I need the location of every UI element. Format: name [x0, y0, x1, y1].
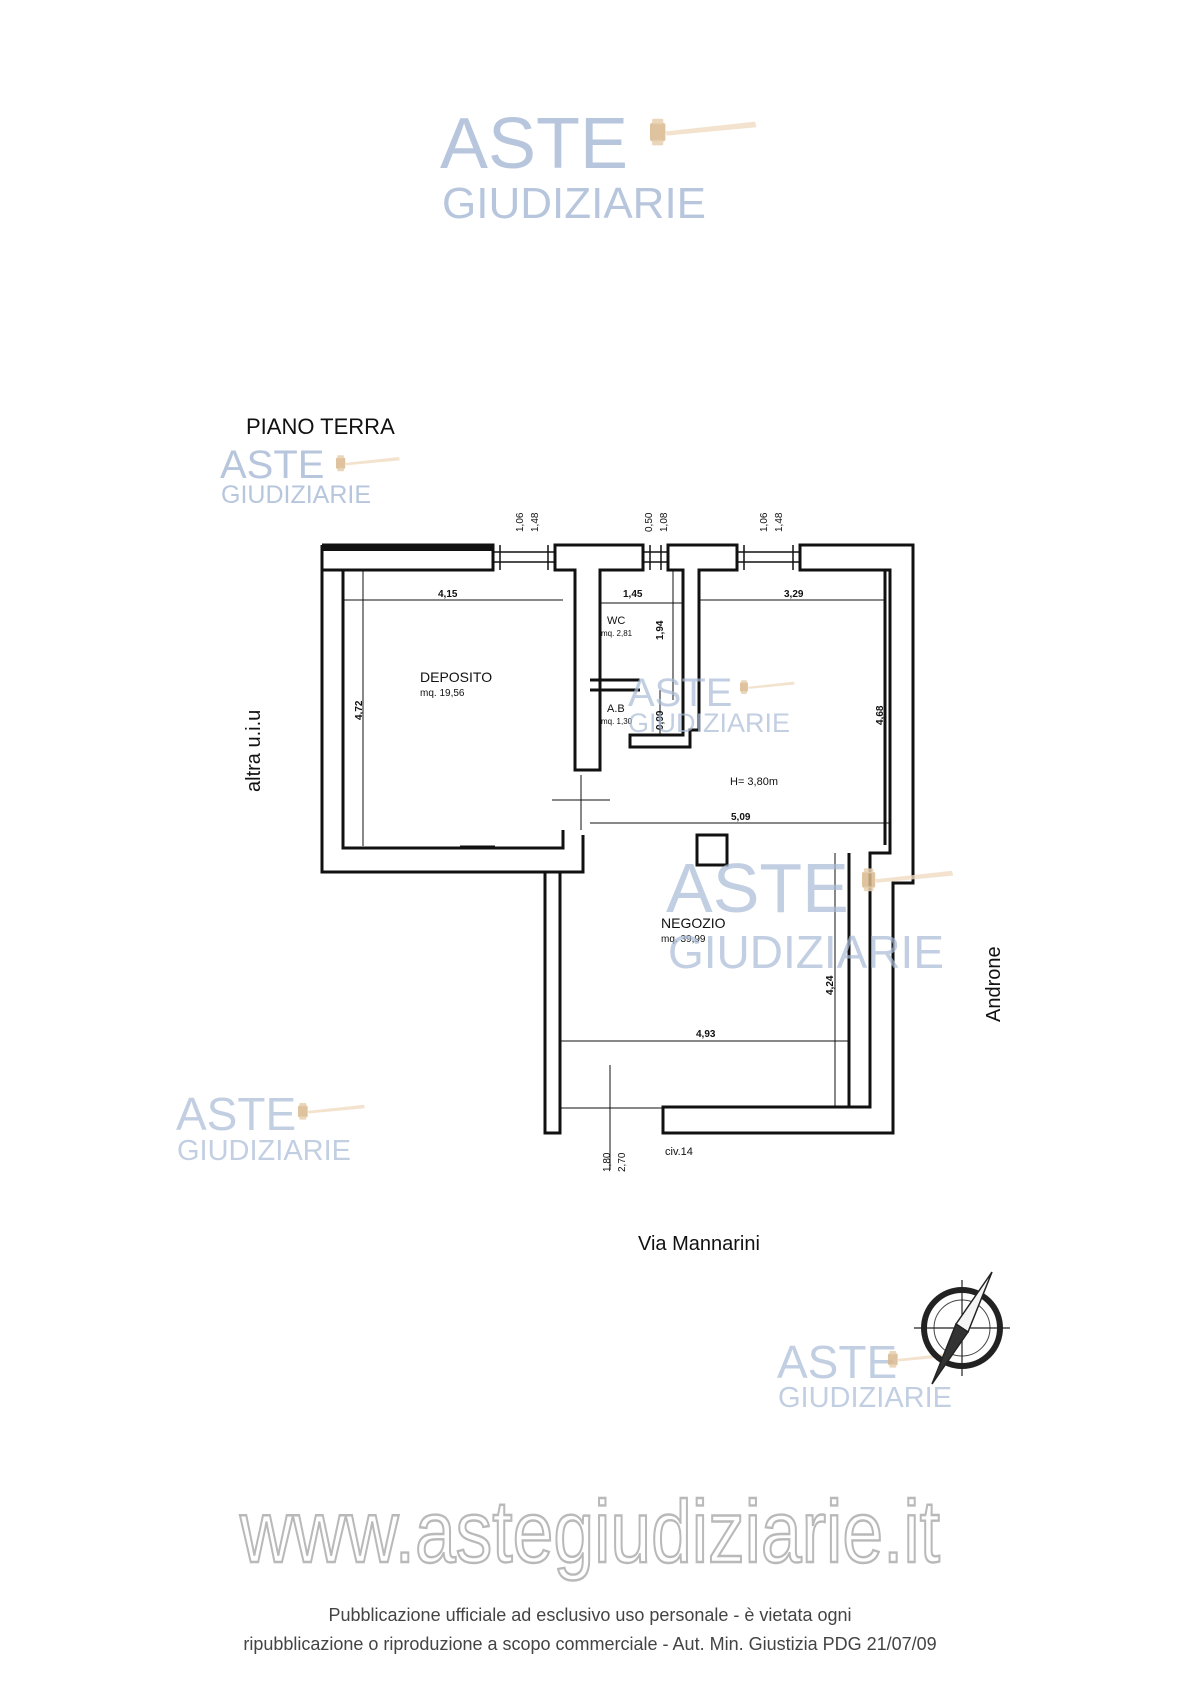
gavel-icon [740, 680, 795, 694]
wall-dep-wc [553, 543, 645, 772]
dim-mid-width: 5,09 [731, 812, 751, 823]
ceiling-height: H= 3,80m [730, 776, 778, 788]
room-negozio-name: NEGOZIO [661, 915, 726, 931]
dim-door-a: 1,80 [602, 1152, 613, 1172]
dim-negozio-height: 4,24 [825, 975, 836, 995]
dim-window3-a: 1,06 [759, 512, 770, 532]
dim-wc-width: 1,45 [623, 589, 643, 600]
wall-right-outer [661, 543, 915, 1135]
wall-negozio-left [543, 872, 562, 1135]
wall-left-inner [341, 570, 565, 850]
door-marks [460, 775, 663, 1170]
dim-window2-b: 1,08 [659, 512, 670, 532]
watermark-logo-bottom: ASTE GIUDIZIARIE [777, 1336, 955, 1414]
watermark-line2: GIUDIZIARIE [668, 926, 944, 978]
compass-icon [914, 1271, 1010, 1385]
dim-wc-height: 1,94 [655, 620, 666, 640]
watermark-line1: ASTE [666, 849, 849, 927]
room-negozio-area: mq. 39,99 [661, 934, 706, 945]
watermark-line1: ASTE [176, 1088, 296, 1140]
gavel-icon [862, 868, 954, 892]
watermark-line1: ASTE [628, 671, 732, 715]
wall-left-outer [320, 545, 585, 874]
watermark-line2: GIUDIZIARIE [628, 708, 790, 738]
floor-title: PIANO TERRA [246, 414, 395, 439]
site-url: www.astegiudiziarie.it [239, 1482, 940, 1581]
pillar [695, 833, 729, 867]
dim-deposito-width: 4,15 [438, 589, 458, 600]
dim-ab-height: 0,90 [655, 710, 666, 730]
dim-window1-b: 1,48 [530, 512, 541, 532]
label-street: Via Mannarini [638, 1233, 760, 1255]
dim-window3-b: 1,48 [774, 512, 785, 532]
watermark-line2: GIUDIZIARIE [177, 1135, 351, 1167]
gavel-icon [650, 118, 757, 146]
watermark-logo-negozio: ASTE GIUDIZIARIE [666, 849, 954, 978]
room-labels: DEPOSITO mq. 19,56 WC mq. 2,81 A.B mq. 1… [420, 615, 778, 1158]
room-wc-area: mq. 2,81 [601, 629, 633, 638]
dim-deposito-height: 4,72 [354, 700, 365, 720]
watermark-line2: GIUDIZIARIE [778, 1382, 952, 1414]
room-wc-name: WC [607, 615, 625, 627]
room-deposito-area: mq. 19,56 [420, 688, 465, 699]
room-ab-name: A.B [607, 703, 625, 715]
wall-fills [322, 545, 493, 551]
dim-negozio-width: 4,93 [696, 1029, 716, 1040]
room-deposito-name: DEPOSITO [420, 669, 492, 685]
label-left-neighbor: altra u.i.u [243, 710, 265, 792]
dimension-lines [343, 570, 890, 1107]
dim-door-b: 2,70 [617, 1152, 628, 1172]
footer-line2: ripubblicazione o riproduzione a scopo c… [243, 1634, 937, 1654]
dimension-labels: 1,06 1,48 0,50 1,08 1,06 1,48 4,15 1,45 … [354, 512, 886, 1172]
dim-window1-a: 1,06 [515, 512, 526, 532]
windows [493, 545, 800, 570]
label-androne: Androne [983, 946, 1005, 1022]
watermark-line1: ASTE [440, 104, 628, 184]
wall-wc-right [628, 543, 739, 749]
watermark-logo-top: ASTE GIUDIZIARIE [440, 104, 757, 228]
watermark-logo-left: ASTE GIUDIZIARIE [176, 1088, 365, 1167]
gavel-icon [336, 455, 400, 472]
watermark-logo-wc: ASTE GIUDIZIARIE [628, 671, 795, 738]
dim-right-height: 4,68 [875, 705, 886, 725]
watermark-line2: GIUDIZIARIE [442, 179, 706, 228]
footer-line1: Pubblicazione ufficiale ad esclusivo uso… [328, 1605, 852, 1625]
watermark-logo-title: ASTE GIUDIZIARIE [220, 443, 400, 509]
watermark-line2: GIUDIZIARIE [221, 481, 371, 509]
wall-ab-top [590, 678, 640, 692]
watermark-line1: ASTE [220, 443, 324, 487]
gavel-icon [298, 1102, 365, 1120]
room-ab-area: mq. 1,30 [601, 717, 633, 726]
civic-number: civ.14 [665, 1146, 693, 1158]
dim-right-width: 3,29 [784, 589, 804, 600]
watermark-line1: ASTE [777, 1336, 897, 1388]
dim-window2-a: 0,50 [644, 512, 655, 532]
